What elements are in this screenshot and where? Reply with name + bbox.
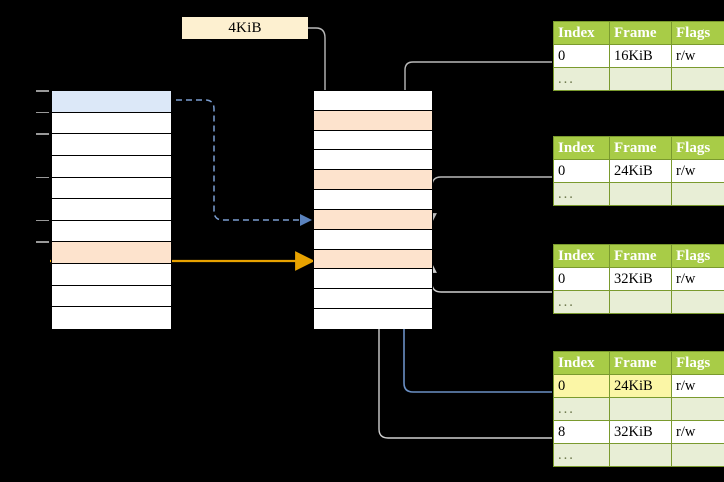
page-table-cell-flags: r/w xyxy=(671,420,724,444)
virtual-page-row xyxy=(52,91,171,113)
page-table-cell-flags xyxy=(671,397,724,421)
virtual-column-tick xyxy=(36,176,49,179)
physical-frame-row xyxy=(314,269,432,290)
page-table-cell-index: ... xyxy=(553,443,610,467)
page-table-cell-flags: r/w xyxy=(671,374,724,398)
page-table-entry-row[interactable]: ... xyxy=(553,397,724,421)
virtual-address-space-column xyxy=(51,90,172,329)
page-table-cell-flags: r/w xyxy=(671,267,724,291)
virtual-page-row xyxy=(52,199,171,221)
virtual-page-row xyxy=(52,242,171,264)
page-table-cell-index: 8 xyxy=(553,420,610,444)
column-header-index: Index xyxy=(553,244,610,268)
page-table-cell-index: ... xyxy=(553,397,610,421)
page-table-cell-frame: 32KiB xyxy=(609,267,672,291)
page-table-cell-frame: 32KiB xyxy=(609,420,672,444)
column-header-frame: Frame xyxy=(609,244,672,268)
page-table-cell-flags: r/w xyxy=(671,44,724,68)
virtual-page-row xyxy=(52,220,171,243)
page-table-entry-row[interactable]: ... xyxy=(553,67,724,91)
column-header-flags: Flags xyxy=(671,351,724,375)
column-header-index: Index xyxy=(553,21,610,45)
page-table-entry-row[interactable]: ... xyxy=(553,182,724,206)
physical-frame-row xyxy=(314,150,432,171)
wire-table3-to-physical xyxy=(427,263,552,293)
page-table-cell-index: ... xyxy=(553,67,610,91)
physical-frame-row xyxy=(314,229,432,250)
virtual-page-row xyxy=(52,134,171,156)
virtual-page-row xyxy=(52,112,171,135)
page-table-cell-flags xyxy=(671,182,724,206)
page-table-cell-frame xyxy=(609,182,672,206)
physical-frame-row xyxy=(314,130,432,151)
virtual-page-row xyxy=(52,307,171,329)
column-header-frame: Frame xyxy=(609,351,672,375)
column-header-index: Index xyxy=(553,351,610,375)
page-table-cell-index: 0 xyxy=(553,44,610,68)
page-table-cell-frame xyxy=(609,397,672,421)
column-header-index: Index xyxy=(553,136,610,160)
column-header-flags: Flags xyxy=(671,136,724,160)
page-table-cell-index: ... xyxy=(553,182,610,206)
physical-frame-row xyxy=(314,209,432,230)
page-table-cell-flags: r/w xyxy=(671,159,724,183)
wire-virtual-blue-to-physical xyxy=(176,99,312,226)
column-header-frame: Frame xyxy=(609,136,672,160)
page-table-cell-frame xyxy=(609,67,672,91)
column-header-flags: Flags xyxy=(671,21,724,45)
virtual-page-row xyxy=(52,177,171,200)
virtual-column-tick xyxy=(36,241,49,244)
virtual-column-tick xyxy=(36,111,49,114)
page-table-cell-frame: 24KiB xyxy=(609,159,672,183)
physical-frame-row xyxy=(314,309,432,329)
physical-frame-row xyxy=(314,249,432,270)
column-header-frame: Frame xyxy=(609,21,672,45)
physical-memory-column xyxy=(313,90,433,329)
page-table-cell-flags xyxy=(671,443,724,467)
virtual-column-tick xyxy=(36,133,49,135)
page-table-cell-index: 0 xyxy=(553,267,610,291)
page-table-cell-frame xyxy=(609,290,672,314)
virtual-page-row xyxy=(52,155,171,178)
page-table-entry-row[interactable]: ... xyxy=(553,443,724,467)
page-table-cell-flags xyxy=(671,67,724,91)
physical-frame-row xyxy=(314,190,432,210)
page-table-cell-index: ... xyxy=(553,290,610,314)
page-table-entry-row[interactable]: ... xyxy=(553,290,724,314)
page-table-cell-frame xyxy=(609,443,672,467)
page-table-cell-frame: 24KiB xyxy=(609,374,672,398)
virtual-column-tick xyxy=(36,90,49,92)
wire-table2-to-physical xyxy=(427,176,552,223)
physical-frame-row xyxy=(314,289,432,310)
page-size-label: 4KiB xyxy=(182,17,308,39)
page-table-cell-index: 0 xyxy=(553,159,610,183)
virtual-column-tick xyxy=(36,219,49,222)
virtual-page-row xyxy=(52,285,171,308)
virtual-page-row xyxy=(52,264,171,286)
page-table-cell-flags xyxy=(671,290,724,314)
page-table-cell-frame: 16KiB xyxy=(609,44,672,68)
physical-frame-row xyxy=(314,110,432,131)
page-table-cell-index: 0 xyxy=(553,374,610,398)
physical-frame-row xyxy=(314,91,432,111)
physical-frame-row xyxy=(314,170,432,191)
column-header-flags: Flags xyxy=(671,244,724,268)
